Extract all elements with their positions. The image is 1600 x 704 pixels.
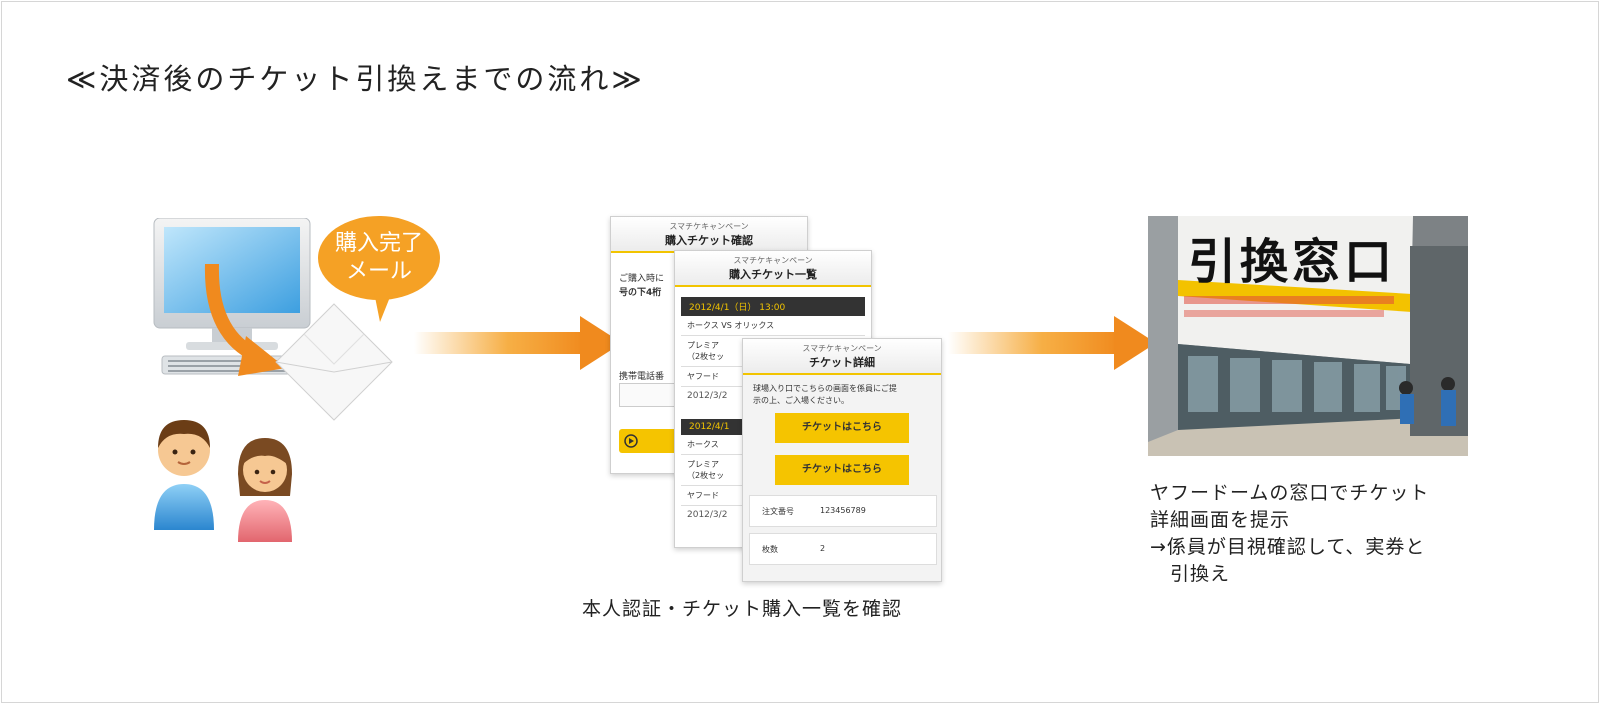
list-item: 2012/3/2 (681, 506, 865, 524)
user-female-icon (238, 438, 292, 542)
venue-name: ヤフード (687, 491, 719, 500)
flow-arrow-1 (414, 316, 622, 370)
match-name: ホークス VS オリックス (687, 321, 775, 330)
ticket-date-bar: 2012/4/1（日） 13:00 (681, 297, 865, 316)
seat-name: プレミア (687, 341, 719, 350)
screen-subtitle: スマチケキャンペーン (733, 256, 813, 265)
order-number-label: 注文番号 (762, 507, 794, 516)
ticket-button-1[interactable]: チケットはこちら (775, 413, 909, 443)
screen-header: スマチケキャンペーン 購入チケット一覧 (675, 251, 871, 287)
seat-note: （2枚セッ (687, 352, 725, 361)
bubble-tail (374, 292, 392, 322)
curved-arrow-icon (204, 264, 286, 376)
exchange-window-photo: 引換窓口 (1148, 216, 1468, 456)
ticket-count-value: 2 (820, 544, 826, 553)
screen-title: チケット詳細 (809, 356, 875, 369)
confirm-button[interactable] (619, 429, 679, 453)
screen-text-line: ご購入時に (619, 274, 665, 284)
instruction-text: 球場入り口でこちらの画面を係員にご提 示の上、ご入場ください。 (753, 383, 897, 407)
flow-arrow-2 (948, 316, 1156, 370)
screen-title: 購入チケット一覧 (729, 268, 817, 281)
instruction-line-1: 球場入り口でこちらの画面を係員にご提 (753, 384, 897, 393)
purchase-date: 2012/3/2 (687, 510, 728, 520)
screen-title: 購入チケット確認 (665, 234, 753, 247)
match-name: ホークス (687, 440, 719, 449)
screen-subtitle: スマチケキャンペーン (802, 344, 882, 353)
ticket-button-2[interactable]: チケットはこちら (775, 455, 909, 485)
list-item: 2012/3/2 (681, 387, 865, 405)
screen-text-line: 号の下4桁 (619, 288, 662, 298)
step3-caption-line: 引換え (1150, 563, 1231, 585)
screen-header: スマチケキャンペーン 購入チケット確認 (611, 217, 807, 253)
ticket-detail-screen: スマチケキャンペーン チケット詳細 球場入り口でこちらの画面を係員にご提 示の上… (742, 338, 942, 582)
step3-caption-line: ヤフードームの窓口でチケット (1150, 482, 1430, 504)
computer-icon (153, 218, 311, 375)
purchase-complete-mail-bubble: 購入完了 メール (318, 216, 440, 300)
screen-subtitle: スマチケキャンペーン (669, 222, 749, 231)
user-male-icon (154, 420, 214, 530)
purchase-date: 2012/3/2 (687, 391, 728, 401)
step3-caption-line: →係員が目視確認して、実券と (1150, 536, 1426, 558)
page-title: ≪決済後のチケット引換えまでの流れ≫ (66, 62, 645, 96)
step3-caption-line: 詳細画面を提示 (1150, 509, 1291, 531)
seat-name: プレミア (687, 460, 719, 469)
seat-note: （2枚セッ (687, 471, 725, 480)
arrow-circle-icon (624, 434, 638, 448)
order-number-value: 123456789 (820, 506, 866, 515)
venue-name: ヤフード (687, 372, 719, 381)
phone-number-input[interactable] (619, 383, 681, 407)
bubble-line-1: 購入完了 (334, 231, 423, 256)
ticket-count-label: 枚数 (762, 545, 778, 554)
ticket-count-row: 枚数 2 (749, 533, 937, 565)
screen-header: スマチケキャンペーン チケット詳細 (743, 339, 941, 375)
phone-number-label: 携帯電話番 (619, 372, 665, 382)
instruction-line-2: 示の上、ご入場ください。 (753, 396, 849, 405)
exchange-window-illustration: 引換窓口 (1148, 216, 1468, 456)
bubble-line-2: メール (345, 259, 412, 284)
list-item[interactable]: ホークス VS オリックス (681, 316, 865, 336)
exchange-window-sign: 引換窓口 (1188, 234, 1396, 290)
step2-caption: 本人認証・チケット購入一覧を確認 (582, 598, 903, 620)
order-number-row: 注文番号 123456789 (749, 495, 937, 527)
step3-caption: ヤフードームの窓口でチケット 詳細画面を提示 →係員が目視確認して、実券と 引換… (1150, 480, 1429, 588)
mail-envelope-icon (275, 303, 393, 421)
